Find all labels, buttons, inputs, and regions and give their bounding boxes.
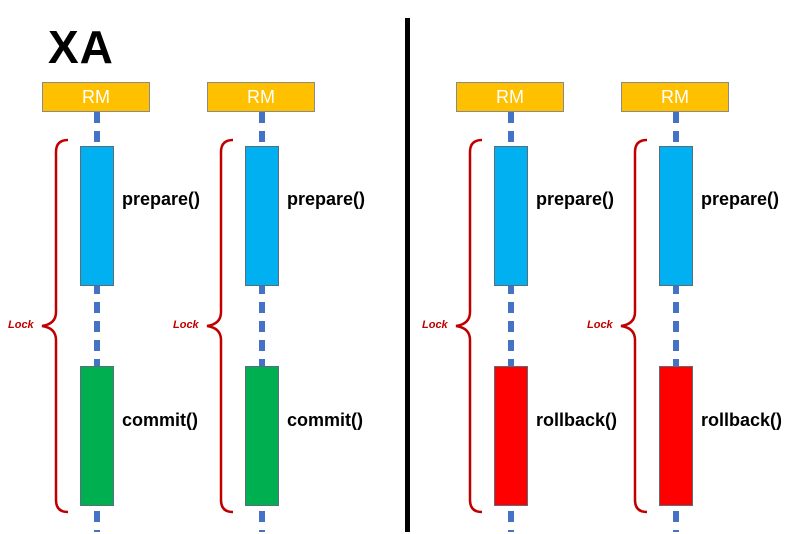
rm-box: RM bbox=[621, 82, 729, 112]
prepare-bar bbox=[494, 146, 528, 286]
lock-label: Lock bbox=[422, 319, 448, 331]
prepare-label: prepare() bbox=[701, 189, 780, 209]
lock-brace bbox=[620, 138, 648, 514]
prepare-label: prepare() bbox=[536, 189, 615, 209]
prepare-bar bbox=[245, 146, 279, 286]
rollback-label: rollback() bbox=[701, 410, 783, 430]
prepare-label: prepare() bbox=[287, 189, 366, 209]
timeline-dashed-line bbox=[673, 112, 679, 532]
lock-brace bbox=[455, 138, 483, 514]
commit-label: commit() bbox=[122, 410, 198, 430]
rm-box: RM bbox=[456, 82, 564, 112]
commit-bar bbox=[80, 366, 114, 506]
rm-column-3: RM Lock prepare() rollback() bbox=[422, 0, 654, 534]
diagram-title: XA bbox=[48, 21, 114, 73]
rm-column-4: RM Lock prepare() rollback() bbox=[587, 0, 800, 534]
lock-label: Lock bbox=[587, 319, 613, 331]
rollback-bar bbox=[494, 366, 528, 506]
commit-label: commit() bbox=[287, 410, 363, 430]
rm-box: RM bbox=[42, 82, 150, 112]
lock-label: Lock bbox=[8, 319, 34, 331]
section-divider bbox=[405, 18, 410, 532]
rm-column-2: RM Lock prepare() commit() bbox=[173, 0, 405, 534]
rm-box: RM bbox=[207, 82, 315, 112]
timeline-dashed-line bbox=[259, 112, 265, 532]
rollback-label: rollback() bbox=[536, 410, 618, 430]
commit-bar bbox=[245, 366, 279, 506]
lock-label: Lock bbox=[173, 319, 199, 331]
rm-column-1: RM Lock prepare() commit() bbox=[8, 0, 240, 534]
prepare-label: prepare() bbox=[122, 189, 201, 209]
timeline-dashed-line bbox=[508, 112, 514, 532]
timeline-dashed-line bbox=[94, 112, 100, 532]
prepare-bar bbox=[80, 146, 114, 286]
prepare-bar bbox=[659, 146, 693, 286]
lock-brace bbox=[206, 138, 234, 514]
lock-brace bbox=[41, 138, 69, 514]
rollback-bar bbox=[659, 366, 693, 506]
